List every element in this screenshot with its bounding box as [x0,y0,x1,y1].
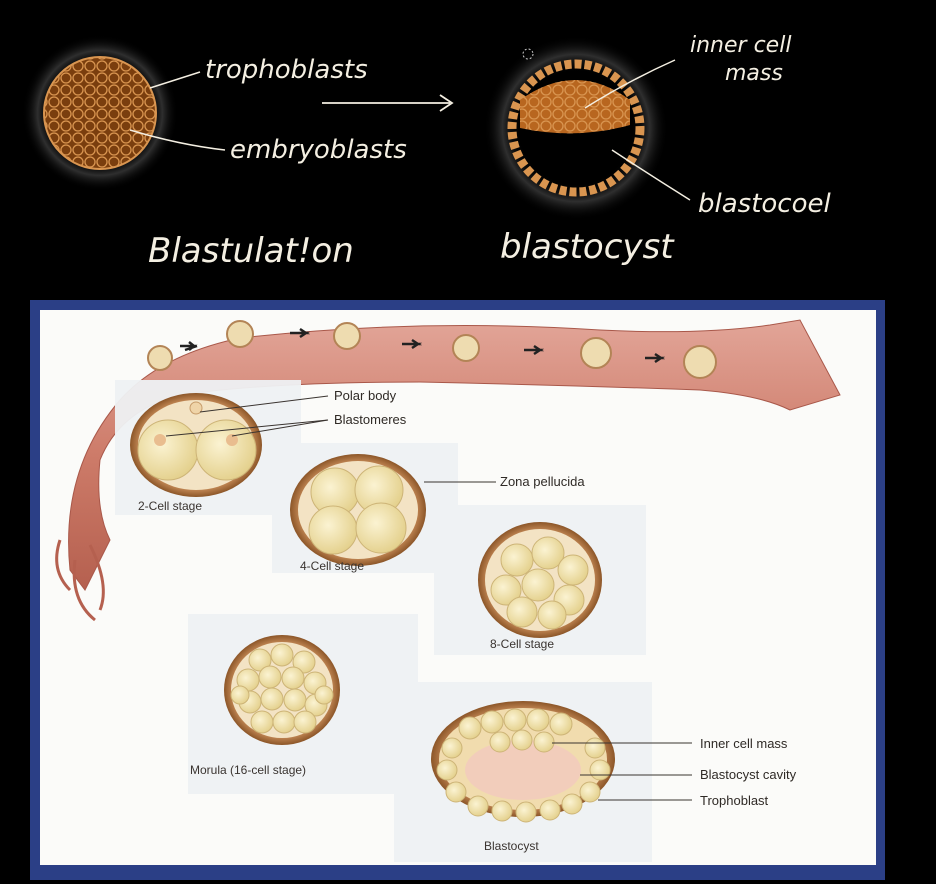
blastulation-label: Blastulat!on [148,231,354,271]
eight-cell-embryo [478,522,602,638]
trophoblasts-label: trophoblasts [205,55,368,85]
fimbriae [55,539,105,622]
blackboard-panel: trophoblasts embryoblasts Blastulat!on i… [0,0,936,292]
morula-stage-label: Morula (16-cell stage) [190,763,306,777]
two-cell-embryo [130,393,262,497]
textbook-figure: Polar body Blastomeres Zona pellucida 2-… [30,300,885,880]
tube-embryos [147,320,717,379]
inner-cell-mass-pointer [584,59,676,109]
embryoblasts-pointer [129,129,226,151]
inner-cell-label-line2: mass [725,61,783,86]
blastocoel-label: blastocoel [698,189,832,219]
trophoblasts-pointer [149,71,201,89]
trophoblast-label: Trophoblast [700,793,769,808]
polar-body-label: Polar body [334,388,397,403]
morula-sketch [22,35,178,191]
blastocyst-stage-label: Blastocyst [484,839,539,853]
transition-arrow [322,94,454,112]
blastocyst-sketch [484,36,668,220]
two-cell-stage-label: 2-Cell stage [138,499,202,513]
morula-embryo [224,635,340,745]
four-cell-stage-label: 4-Cell stage [300,559,364,573]
blastocyst-embryo [431,701,615,823]
four-cell-embryo [290,454,426,566]
leader-lines [165,395,692,801]
eight-cell-stage-label: 8-Cell stage [490,637,554,651]
blastomeres-label: Blastomeres [334,412,407,427]
inner-cell-label-line1: inner cell [690,33,791,58]
blastocoel-pointer [611,149,691,201]
embryoblasts-label: embryoblasts [230,135,407,165]
blastocyst-cavity [465,740,581,800]
inner-cell-mass-label: Inner cell mass [700,736,788,751]
blastocyst-cavity-label: Blastocyst cavity [700,767,797,782]
blastocyst-handwritten-label: blastocyst [500,227,675,267]
zona-pellucida-label: Zona pellucida [500,474,585,489]
